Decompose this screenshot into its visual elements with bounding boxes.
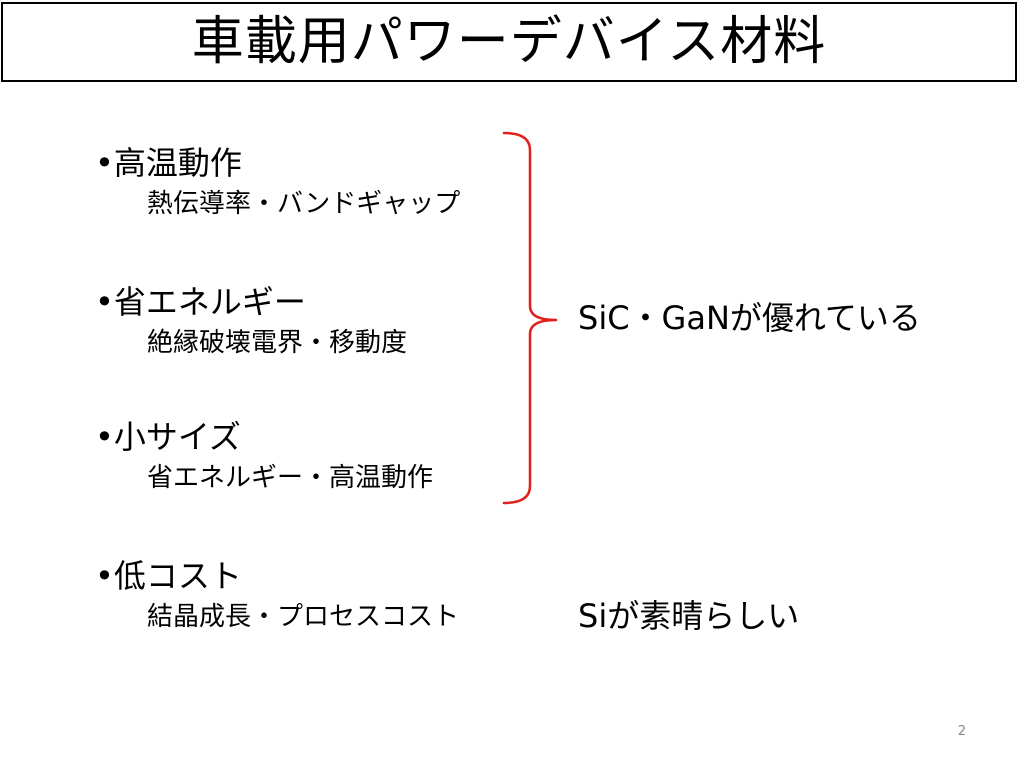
title-box: 車載用パワーデバイス材料 <box>1 2 1017 82</box>
page-number: 2 <box>957 724 966 739</box>
bullet-detail: 絶縁破壊電界・移動度 <box>147 328 408 358</box>
bullet-heading: •省エネルギー <box>95 283 306 321</box>
note-si: Siが素晴らしい <box>578 597 800 635</box>
bullet-detail: 結晶成長・プロセスコスト <box>147 602 460 632</box>
bullet-detail: 熱伝導率・バンドギャップ <box>147 189 461 219</box>
bullet-heading: •低コスト <box>95 557 242 595</box>
bullet-heading: •小サイズ <box>95 418 241 456</box>
bullet-item-energy-saving: •省エネルギー 絶縁破壊電界・移動度 <box>95 286 407 356</box>
bullet-item-small-size: •小サイズ 省エネルギー・高温動作 <box>95 421 433 491</box>
bullet-detail: 省エネルギー・高温動作 <box>147 463 434 493</box>
bullet-item-high-temp: •高温動作 熱伝導率・バンドギャップ <box>95 147 460 217</box>
slide-title: 車載用パワーデバイス材料 <box>191 12 827 72</box>
bullet-item-low-cost: •低コスト 結晶成長・プロセスコスト <box>95 560 459 630</box>
bullet-heading: •高温動作 <box>95 144 242 182</box>
note-sic-gan: SiC・GaNが優れている <box>578 299 921 337</box>
right-curly-bracket <box>502 131 558 505</box>
